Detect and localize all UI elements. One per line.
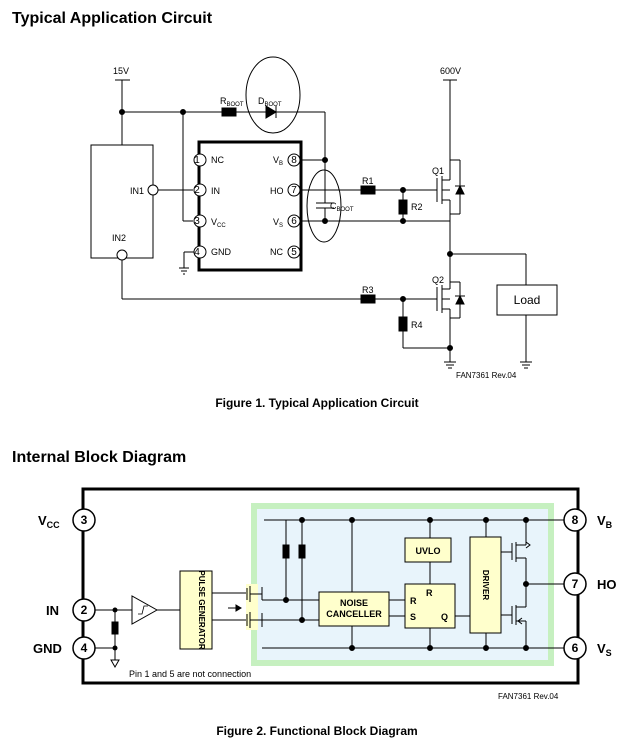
ff-s-input: S <box>410 612 416 622</box>
pulse-generator-label: PULSE GENERATOR <box>197 570 206 649</box>
figure2-labels: 3 2 4 8 7 6 VCC IN GND VB HO VS PULSE GE… <box>33 513 617 701</box>
fbd-pin-7-num: 7 <box>572 577 579 591</box>
driver-label: DRIVER <box>481 570 490 600</box>
fbd-pin-6-num: 6 <box>572 641 579 655</box>
fbd-pin-3-num: 3 <box>81 513 88 527</box>
figure1-circuit <box>90 56 558 369</box>
fbd-pin-2-num: 2 <box>81 603 88 617</box>
figure1-caption: Figure 1. Typical Application Circuit <box>215 396 419 410</box>
noise-canceller-line2: CANCELLER <box>326 609 382 619</box>
ic-pin-gnd-label: GND <box>211 247 232 257</box>
figure2-code: FAN7361 Rev.04 <box>498 692 559 701</box>
rboot-label: RBOOT <box>220 96 244 108</box>
fbd-pin-4-num: 4 <box>81 641 88 655</box>
supply-600v-label: 600V <box>440 66 461 76</box>
figure2-diagram <box>72 487 587 685</box>
fbd-in-label: IN <box>46 603 59 618</box>
ic-pin-7-num: 7 <box>291 185 297 196</box>
q1-label: Q1 <box>432 166 444 176</box>
cboot-label: CBOOT <box>330 201 354 213</box>
ic-pin-4-num: 4 <box>194 247 200 258</box>
ic-pin-vcc-label: VCC <box>211 217 226 229</box>
figure2-caption: Figure 2. Functional Block Diagram <box>216 724 418 738</box>
supply-15v-label: 15V <box>113 66 129 76</box>
r3-label: R3 <box>362 285 374 295</box>
fbd-ho-label: HO <box>597 577 617 592</box>
ic-pin-8-num: 8 <box>291 155 297 166</box>
ic-pin-1-num: 1 <box>194 155 200 166</box>
ic-pin-vb-label: VB <box>273 155 283 167</box>
fbd-pin-8-num: 8 <box>572 513 579 527</box>
ff-r-top: R <box>426 588 433 598</box>
ic-pin-nc2-label: NC <box>270 247 283 257</box>
fbd-vs-label: VS <box>597 641 612 658</box>
ic-pin-ho-label: HO <box>270 186 284 196</box>
r4-label: R4 <box>411 320 423 330</box>
uvlo-label: UVLO <box>415 546 440 556</box>
fbd-gnd-label: GND <box>33 641 62 656</box>
q2-label: Q2 <box>432 275 444 285</box>
ic-pin-in-label: IN <box>211 186 220 196</box>
r2-label: R2 <box>411 202 423 212</box>
ic-pin-nc-label: NC <box>211 155 224 165</box>
ic-pin-3-num: 3 <box>194 216 200 227</box>
r1-label: R1 <box>362 176 374 186</box>
ic-pin-5-num: 5 <box>291 247 297 258</box>
ff-r-input: R <box>410 596 417 606</box>
noise-canceller-line1: NOISE <box>340 598 368 608</box>
in1-label: IN1 <box>130 186 144 196</box>
in2-label: IN2 <box>112 233 126 243</box>
ic-pin-2-num: 2 <box>194 185 200 196</box>
figure1-code: FAN7361 Rev.04 <box>456 371 517 380</box>
section-title-block-diagram: Internal Block Diagram <box>12 449 187 466</box>
pin-note: Pin 1 and 5 are not connection <box>129 669 251 679</box>
ic-pin-6-num: 6 <box>291 216 297 227</box>
ic-pin-vs-label: VS <box>273 217 283 229</box>
fbd-vcc-label: VCC <box>38 513 60 530</box>
load-label: Load <box>514 293 541 307</box>
dboot-label: DBOOT <box>258 96 282 108</box>
ff-q-output: Q <box>441 612 448 622</box>
section-title-application: Typical Application Circuit <box>12 10 213 27</box>
figure1-labels: 15V 600V IN1 IN2 1 2 3 4 8 7 6 5 NC IN V… <box>112 66 540 380</box>
fbd-vb-label: VB <box>597 513 613 530</box>
